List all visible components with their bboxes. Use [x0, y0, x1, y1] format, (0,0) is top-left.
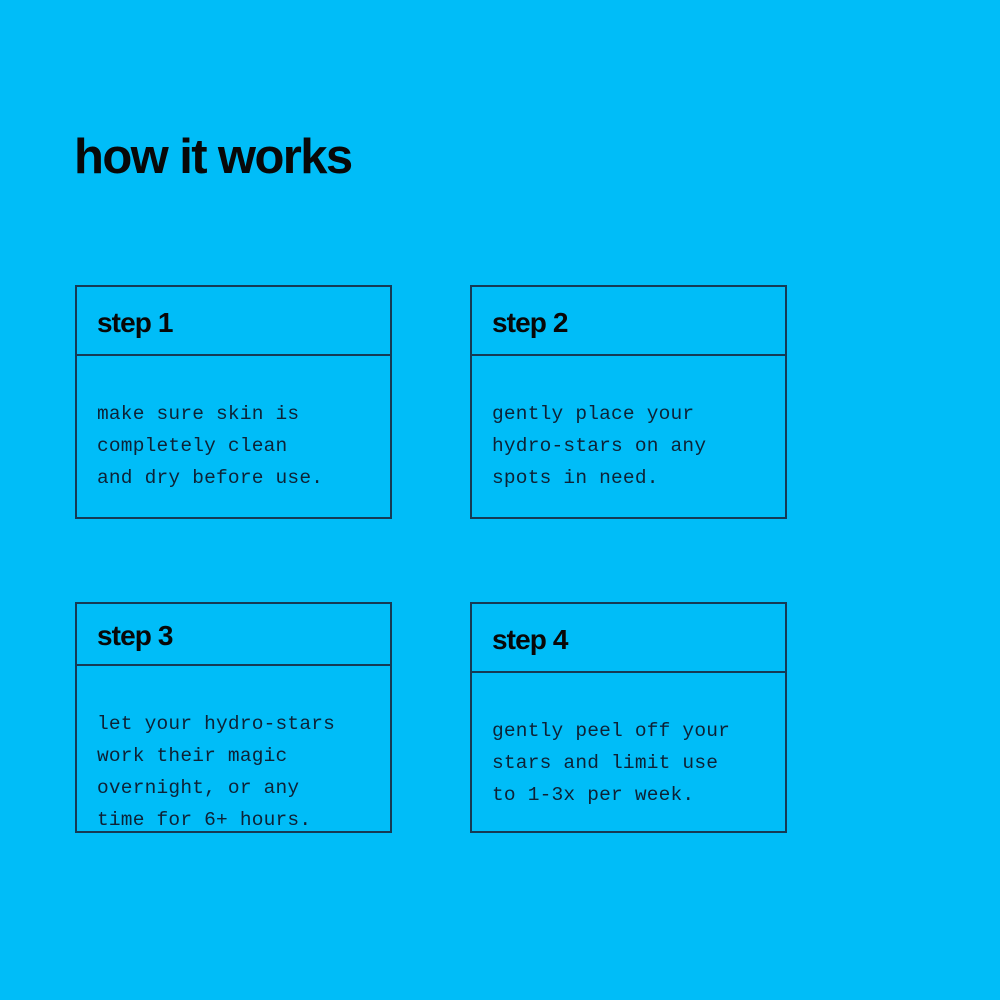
step-card-2-header: step 2	[472, 287, 785, 356]
step-card-1-label: step 1	[97, 306, 173, 338]
step-card-1-header: step 1	[77, 287, 390, 356]
step-card-4-label: step 4	[492, 623, 568, 655]
step-card-1-body: make sure skin is completely clean and d…	[77, 356, 390, 517]
step-card-2: step 2 gently place your hydro-stars on …	[470, 285, 787, 519]
step-card-2-label: step 2	[492, 306, 568, 338]
steps-grid: step 1 make sure skin is completely clea…	[75, 285, 787, 833]
step-card-3-body: let your hydro-stars work their magic ov…	[77, 666, 390, 855]
step-card-4-body: gently peel off your stars and limit use…	[472, 673, 785, 831]
steps-row-top: step 1 make sure skin is completely clea…	[75, 285, 787, 519]
page-title: how it works	[74, 129, 353, 184]
step-card-4: step 4 gently peel off your stars and li…	[470, 602, 787, 833]
step-card-1: step 1 make sure skin is completely clea…	[75, 285, 392, 519]
step-card-3-text: let your hydro-stars work their magic ov…	[97, 712, 336, 831]
steps-row-bottom: step 3 let your hydro-stars work their m…	[75, 602, 787, 833]
step-card-2-text: gently place your hydro-stars on any spo…	[492, 402, 707, 489]
step-card-3-label: step 3	[97, 620, 173, 651]
step-card-4-header: step 4	[472, 604, 785, 673]
step-card-3: step 3 let your hydro-stars work their m…	[75, 602, 392, 833]
step-card-2-body: gently place your hydro-stars on any spo…	[472, 356, 785, 517]
step-card-1-text: make sure skin is completely clean and d…	[97, 402, 324, 489]
step-card-3-header: step 3	[77, 604, 390, 666]
step-card-4-text: gently peel off your stars and limit use…	[492, 719, 731, 806]
